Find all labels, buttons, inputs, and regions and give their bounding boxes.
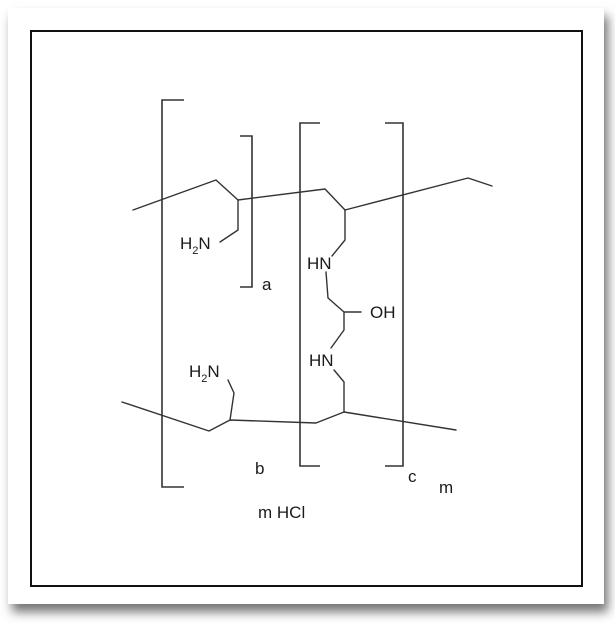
salt-label: m HCl: [258, 503, 305, 522]
bracket-c-right: [385, 122, 404, 467]
amine-label-top-left: H2N: [180, 234, 211, 257]
subscript-b: b: [255, 459, 264, 478]
bracket-a-right: [240, 135, 253, 288]
upper-backbone: [132, 177, 493, 211]
upper-right-branch: [331, 209, 346, 257]
figure-card: [8, 8, 604, 604]
lower-right-branch: [333, 369, 345, 413]
amine-label-bottom-left: H2N: [189, 362, 220, 385]
crosslink-lower: [330, 311, 345, 349]
subscript-m: m: [439, 478, 453, 497]
lower-backbone: [121, 401, 457, 432]
subscript-c: c: [408, 467, 417, 486]
lower-left-branch: [227, 379, 235, 421]
crosslink-upper: [325, 271, 362, 313]
nh-label-upper: HN: [307, 254, 332, 273]
hydroxyl-label: OH: [370, 303, 396, 322]
figure-frame: [30, 30, 583, 587]
subscript-a: a: [262, 275, 272, 294]
nh-label-lower: HN: [309, 351, 334, 370]
bracket-c-left: [299, 122, 320, 467]
bracket-b-left: [161, 99, 184, 488]
upper-left-branch: [219, 199, 239, 243]
